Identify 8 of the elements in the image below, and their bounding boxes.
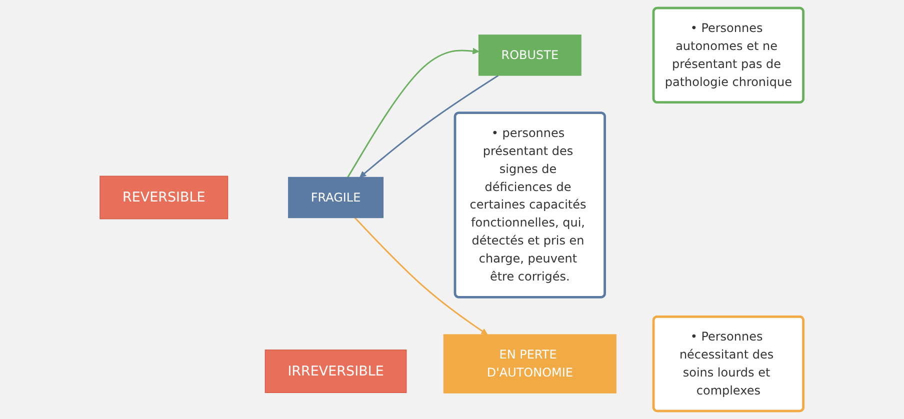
- node-box: REVERSIBLE: [100, 176, 228, 220]
- arrow: [348, 48, 480, 178]
- node-box: IRREVERSIBLE: [265, 350, 408, 394]
- node-box: ROBUSTE: [478, 34, 582, 76]
- arrow: [354, 217, 488, 335]
- arrow: [360, 74, 500, 178]
- node-box: EN PERTE D'AUTONOMIE: [444, 334, 617, 394]
- node-box: FRAGILE: [288, 176, 384, 218]
